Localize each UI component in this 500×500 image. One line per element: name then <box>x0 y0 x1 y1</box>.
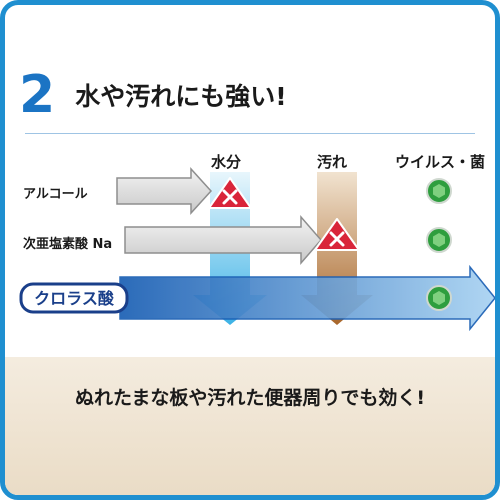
step-number: 2 <box>19 65 56 125</box>
chlorous-arrow <box>119 264 495 332</box>
row-hypochlorite: 次亜塩素酸 Na <box>23 237 113 252</box>
column-virus: ウイルス・菌 <box>395 153 486 171</box>
chlorous-label-badge: クロラス酸 <box>19 282 129 314</box>
hypochlorite-arrow <box>124 214 322 266</box>
heading-title: 水や汚れにも強い! <box>75 82 287 111</box>
footer-text: ぬれたまな板や汚れた便器周りでも効く! <box>74 387 426 409</box>
row-alcohol: アルコール <box>23 187 88 202</box>
footer-band <box>5 357 495 495</box>
alcohol-effective-icon <box>426 178 452 204</box>
chlorous-effective-icon <box>426 285 452 311</box>
divider <box>25 133 475 134</box>
hypochlorite-blocked-icon <box>314 218 360 251</box>
heading: 2 水や汚れにも強い! <box>19 65 287 125</box>
alcohol-arrow <box>116 167 213 215</box>
comparison-diagram: クロラス酸 <box>19 167 495 332</box>
alcohol-blocked-icon <box>208 177 252 209</box>
chlorous-label: クロラス酸 <box>34 289 115 308</box>
column-water: 水分 <box>211 153 242 171</box>
column-dirt: 汚れ <box>317 153 348 171</box>
hypochlorite-effective-icon <box>426 227 452 253</box>
